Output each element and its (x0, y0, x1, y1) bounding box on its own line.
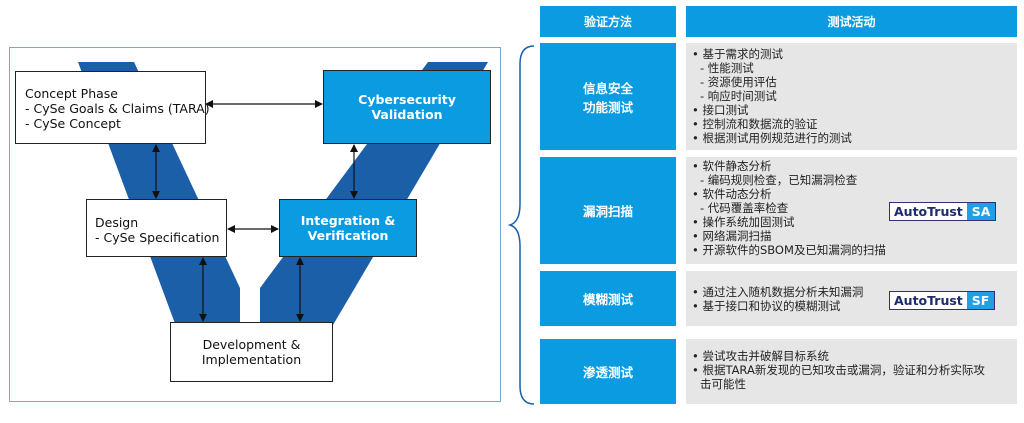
activity-item: • 软件静态分析 (692, 159, 772, 173)
activity-item: • 开源软件的SBOM及已知漏洞的扫描 (692, 243, 886, 257)
concept-phase-title: Concept Phase (25, 86, 118, 101)
badge-brand: AutoTrust (894, 293, 963, 308)
integration-line2: Verification (307, 228, 389, 243)
activity-item: • 根据TARA新发现的已知攻击或漏洞，验证和分析实际攻 (692, 363, 985, 377)
method-security-functional-test: 信息安全 功能测试 (540, 43, 676, 150)
badge-brand: AutoTrust (894, 204, 963, 219)
development-line1: Development & (202, 337, 301, 352)
activity-item: • 尝试攻击并破解目标系统 (692, 349, 829, 363)
activity-item-continued: 击可能性 (700, 377, 746, 391)
curly-brace (508, 45, 535, 405)
v-model-diagram: Concept Phase - CySe Goals & Claims (TAR… (9, 47, 501, 402)
activity-security-functional-test: • 基于需求的测试 - 性能测试 - 资源使用评估 - 响应时间测试 • 接口测… (686, 43, 1017, 150)
method-penetration-test: 渗透测试 (540, 339, 676, 404)
integration-verification-box: Integration & Verification (279, 199, 417, 257)
header-method: 验证方法 (540, 6, 676, 37)
development-line2: Implementation (201, 352, 302, 367)
activity-vulnerability-scan: • 软件静态分析 - 编码规则检查，已知漏洞检查 • 软件动态分析 - 代码覆盖… (686, 157, 1017, 264)
activity-item: • 网络漏洞扫描 (692, 229, 772, 243)
validation-line2: Validation (371, 107, 443, 122)
activity-item: • 操作系统加固测试 (692, 215, 795, 229)
activity-item: • 根据测试用例规范进行的测试 (692, 131, 852, 145)
method-line: 模糊测试 (582, 292, 633, 307)
method-fuzz-test: 模糊测试 (540, 271, 676, 326)
concept-phase-box: Concept Phase - CySe Goals & Claims (TAR… (15, 71, 210, 144)
design-title: Design (95, 215, 139, 230)
concept-cyse-concept: - CySe Concept (25, 116, 121, 131)
activity-subitem: - 编码规则检查，已知漏洞检查 (700, 173, 858, 187)
activity-subitem: - 代码覆盖率检查 (700, 201, 789, 215)
validation-line1: Cybersecurity (358, 92, 456, 107)
activity-item: • 基于需求的测试 (692, 47, 783, 61)
method-vulnerability-scan: 漏洞扫描 (540, 157, 676, 264)
activity-item: • 软件动态分析 (692, 187, 772, 201)
development-implementation-box: Development & Implementation (170, 322, 333, 382)
header-activity: 测试活动 (686, 6, 1017, 37)
autotrust-sa-badge: AutoTrust SA (889, 202, 997, 221)
activity-item: • 控制流和数据流的验证 (692, 117, 818, 131)
activity-item: • 基于接口和协议的模糊测试 (692, 299, 841, 313)
concept-goals-claims: - CySe Goals & Claims (TARA) (25, 101, 210, 116)
badge-suffix: SF (966, 292, 995, 309)
badge-suffix: SA (966, 203, 996, 220)
activity-subitem: - 性能测试 (700, 61, 754, 75)
activity-subitem: - 响应时间测试 (700, 89, 777, 103)
method-line: 功能测试 (582, 99, 633, 115)
method-line: 渗透测试 (582, 365, 633, 380)
method-line: 漏洞扫描 (582, 204, 633, 219)
integration-line1: Integration & (300, 213, 396, 228)
design-box: Design - CySe Specification (86, 199, 227, 257)
activity-penetration-test: • 尝试攻击并破解目标系统 • 根据TARA新发现的已知攻击或漏洞，验证和分析实… (686, 339, 1017, 404)
activity-item: • 通过注入随机数据分析未知漏洞 (692, 285, 864, 299)
activity-subitem: - 资源使用评估 (700, 75, 777, 89)
method-line: 信息安全 (582, 80, 633, 96)
design-cyse-specification: - CySe Specification (95, 230, 220, 245)
cybersecurity-validation-box: Cybersecurity Validation (323, 70, 491, 144)
activity-item: • 接口测试 (692, 103, 749, 117)
autotrust-sf-badge: AutoTrust SF (889, 291, 996, 310)
